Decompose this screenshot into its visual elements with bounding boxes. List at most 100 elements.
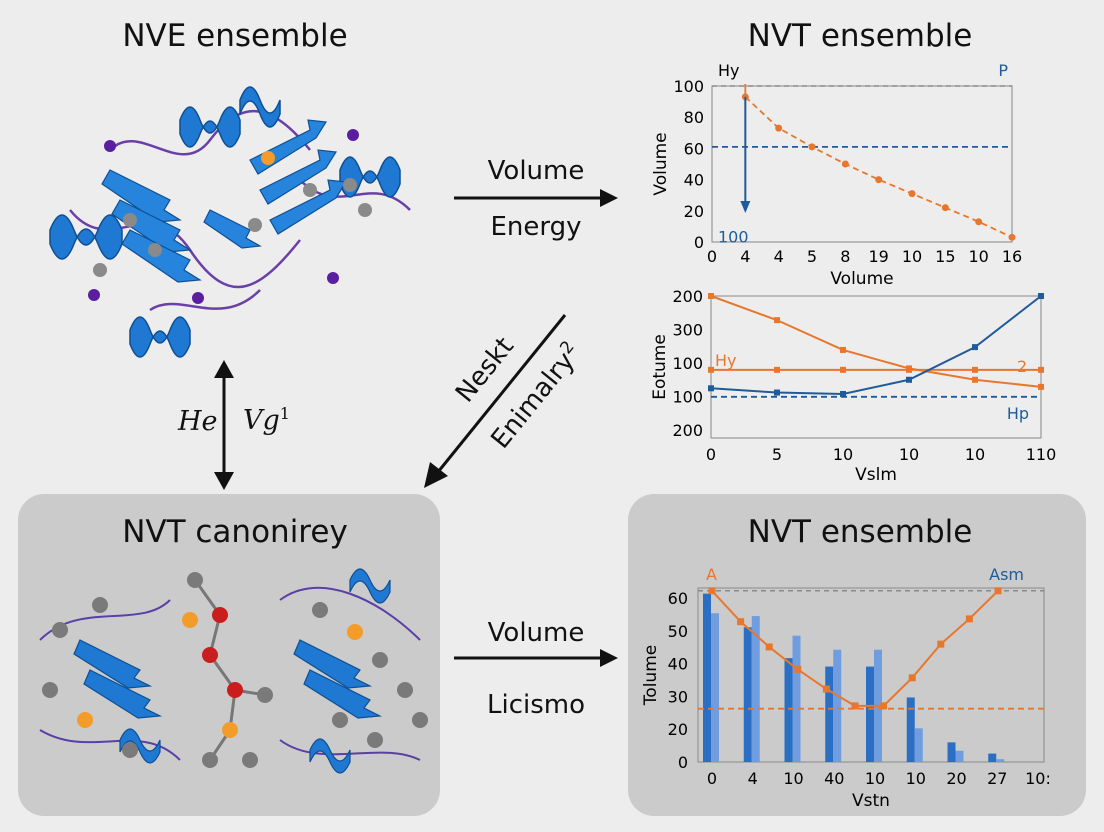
data-point [972, 344, 978, 351]
y-tick-label: 200 [672, 421, 703, 440]
bar-light [996, 759, 1005, 762]
data-point [822, 685, 830, 693]
arrow-top [454, 189, 618, 207]
x-tick-label: 0 [707, 247, 717, 266]
data-point [808, 143, 816, 151]
y-tick-label: 80 [684, 108, 704, 127]
bar-dark [866, 666, 874, 762]
y-axis-label: Tolume [641, 645, 661, 706]
y-tick-label: 20 [684, 202, 704, 221]
annotation-100: 100 [718, 227, 749, 246]
data-point [1038, 293, 1044, 299]
x-tick-label: 10 [902, 247, 922, 266]
x-tick-label: 4 [748, 769, 758, 788]
x-tick-label: 10 [965, 445, 985, 464]
x-tick-label: 10 [968, 247, 988, 266]
y-tick-label: 60 [668, 589, 688, 608]
bar-light [833, 649, 842, 762]
y-tick-label: 100 [672, 388, 703, 407]
data-point [972, 376, 978, 383]
protein-sheets-bottom [73, 568, 391, 774]
data-point [880, 702, 888, 710]
data-point [775, 124, 783, 132]
bar-dark [988, 753, 997, 762]
protein-atoms [88, 129, 372, 304]
data-point [708, 385, 714, 392]
y-tick-label: 100 [673, 77, 704, 96]
arrow-diagonal [424, 314, 567, 488]
bar-dark [784, 658, 793, 762]
bar-light [792, 635, 801, 762]
data-point [908, 190, 916, 198]
arrow-bottom-label-upper: Volume [487, 618, 585, 648]
data-point [840, 390, 846, 397]
x-tick-label: 4 [774, 247, 784, 266]
x-tick-label: 16 [1002, 247, 1022, 266]
data-point [937, 640, 945, 648]
y-tick-label: 0 [678, 753, 688, 772]
arrow-top-label-lower: Energy [490, 212, 582, 242]
bar-dark [703, 593, 711, 762]
x-tick-label: 19 [868, 247, 888, 266]
y-tick-label: 30 [668, 687, 688, 706]
arrow-bottom [454, 649, 618, 667]
x-tick-label: 10 [899, 445, 919, 464]
x-tick-label: 8 [840, 247, 850, 266]
annotation-2: 2 [1017, 357, 1027, 376]
y-tick-label: 300 [672, 321, 703, 340]
data-point [994, 587, 1002, 595]
plot-frame [711, 85, 1013, 243]
series-line-0 [710, 295, 1042, 388]
data-point [737, 618, 745, 626]
x-tick-label: 40 [824, 769, 844, 788]
bar-light [751, 616, 760, 762]
data-point [774, 389, 780, 396]
annotation-asm: Asm [989, 565, 1024, 584]
data-point [972, 366, 978, 373]
data-point [774, 317, 780, 324]
x-tick-label: 0 [706, 445, 716, 464]
annotation-hy: Hy [715, 351, 737, 370]
bar-light [914, 728, 923, 762]
data-point [851, 702, 859, 710]
data-point [765, 643, 773, 651]
arrow-bottom-label-lower: Licismo [486, 690, 585, 720]
data-point [708, 293, 714, 299]
x-tick-label: 5 [772, 445, 782, 464]
ligand-atoms [42, 572, 428, 768]
data-point [906, 366, 912, 373]
nvt-canonical-title: NVT canonirey [122, 514, 348, 550]
x-axis-label: Volume [830, 269, 893, 289]
protein-sheets [101, 119, 348, 283]
arrow-top-label-upper: Volume [487, 156, 585, 186]
protein-structure-bottom [39, 568, 428, 774]
arrow-vertical [214, 360, 234, 490]
annotation-hp: Hp [1007, 404, 1029, 423]
series-line [744, 96, 1013, 239]
navy-arrow-head [740, 201, 751, 213]
bar-dark [743, 627, 752, 762]
x-tick-label: 0 [707, 769, 717, 788]
x-tick-label: 10 [783, 769, 803, 788]
data-point [908, 674, 916, 682]
y-axis-label: Eotume [650, 334, 670, 400]
data-point [840, 366, 846, 373]
bar-light [711, 613, 719, 762]
y-tick-label: 50 [668, 622, 688, 641]
data-point [794, 665, 802, 673]
bar-light [955, 750, 964, 762]
y-tick-label: 40 [668, 655, 688, 674]
nve-title: NVE ensemble [122, 18, 348, 54]
x-tick-label: 27 [987, 769, 1007, 788]
nvt-bottom-title: NVT ensemble [747, 514, 973, 550]
y-tick-label: 0 [694, 233, 704, 252]
data-point [965, 615, 973, 623]
data-point [708, 587, 716, 595]
bar-dark [825, 666, 834, 762]
data-point [774, 366, 780, 373]
data-point [841, 160, 849, 168]
data-point [840, 346, 846, 353]
x-tick-label: 10 [833, 445, 853, 464]
x-tick-label: 10 [906, 769, 926, 788]
